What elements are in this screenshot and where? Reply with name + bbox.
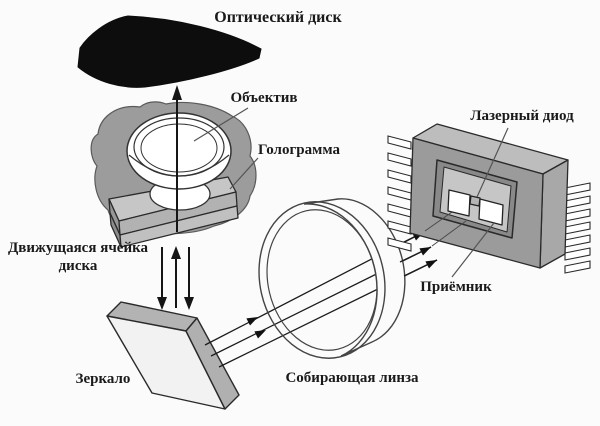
label-moving-disc-cell: Движущаяся ячейка диска: [7, 240, 149, 275]
label-objective: Объектив: [230, 90, 298, 106]
receiver-square-right: [478, 198, 504, 226]
mirror-shape: [106, 301, 240, 410]
heatsink-fins-left: [387, 135, 412, 252]
laser-diode-package: [409, 123, 569, 269]
optical-disc-shape: [77, 15, 262, 88]
hologram-leader: [229, 157, 259, 190]
objective-inner-ring-1: [133, 117, 225, 177]
slab-front-band-2: [119, 205, 239, 248]
mirror-right-band: [185, 317, 240, 410]
converging-lens: [258, 198, 406, 359]
laser-diode-leader: [476, 127, 509, 198]
laser-diode-chip: [469, 195, 481, 207]
label-mirror: Зеркало: [75, 371, 131, 387]
objective-leader: [193, 107, 249, 142]
lens-front-ring-inner: [266, 209, 378, 351]
objective-inner-ring-2: [140, 123, 218, 173]
label-laser-diode: Лазерный диод: [470, 108, 574, 124]
label-optical-disc: Оптический диск: [214, 9, 342, 26]
package-right-face: [539, 159, 569, 269]
receiver-leader: [451, 222, 495, 278]
recess-beam-lines: [424, 211, 467, 247]
label-hologram: Голограмма: [258, 142, 340, 158]
receiver-square-left: [447, 189, 471, 217]
objective-lens: [126, 112, 232, 190]
photodetector-elements: [447, 189, 504, 226]
cell-mirror-arrows: [157, 246, 194, 310]
leader-lines: [193, 107, 509, 278]
label-converging-lens: Собирающая линза: [285, 370, 419, 386]
ray-mid-arrowheads: [246, 317, 266, 339]
heatsink-fins-right: [564, 182, 591, 274]
beam-up-arrow: [172, 85, 182, 232]
label-receiver: Приёмник: [420, 279, 492, 295]
lens-front-ring-outer: [258, 201, 386, 359]
